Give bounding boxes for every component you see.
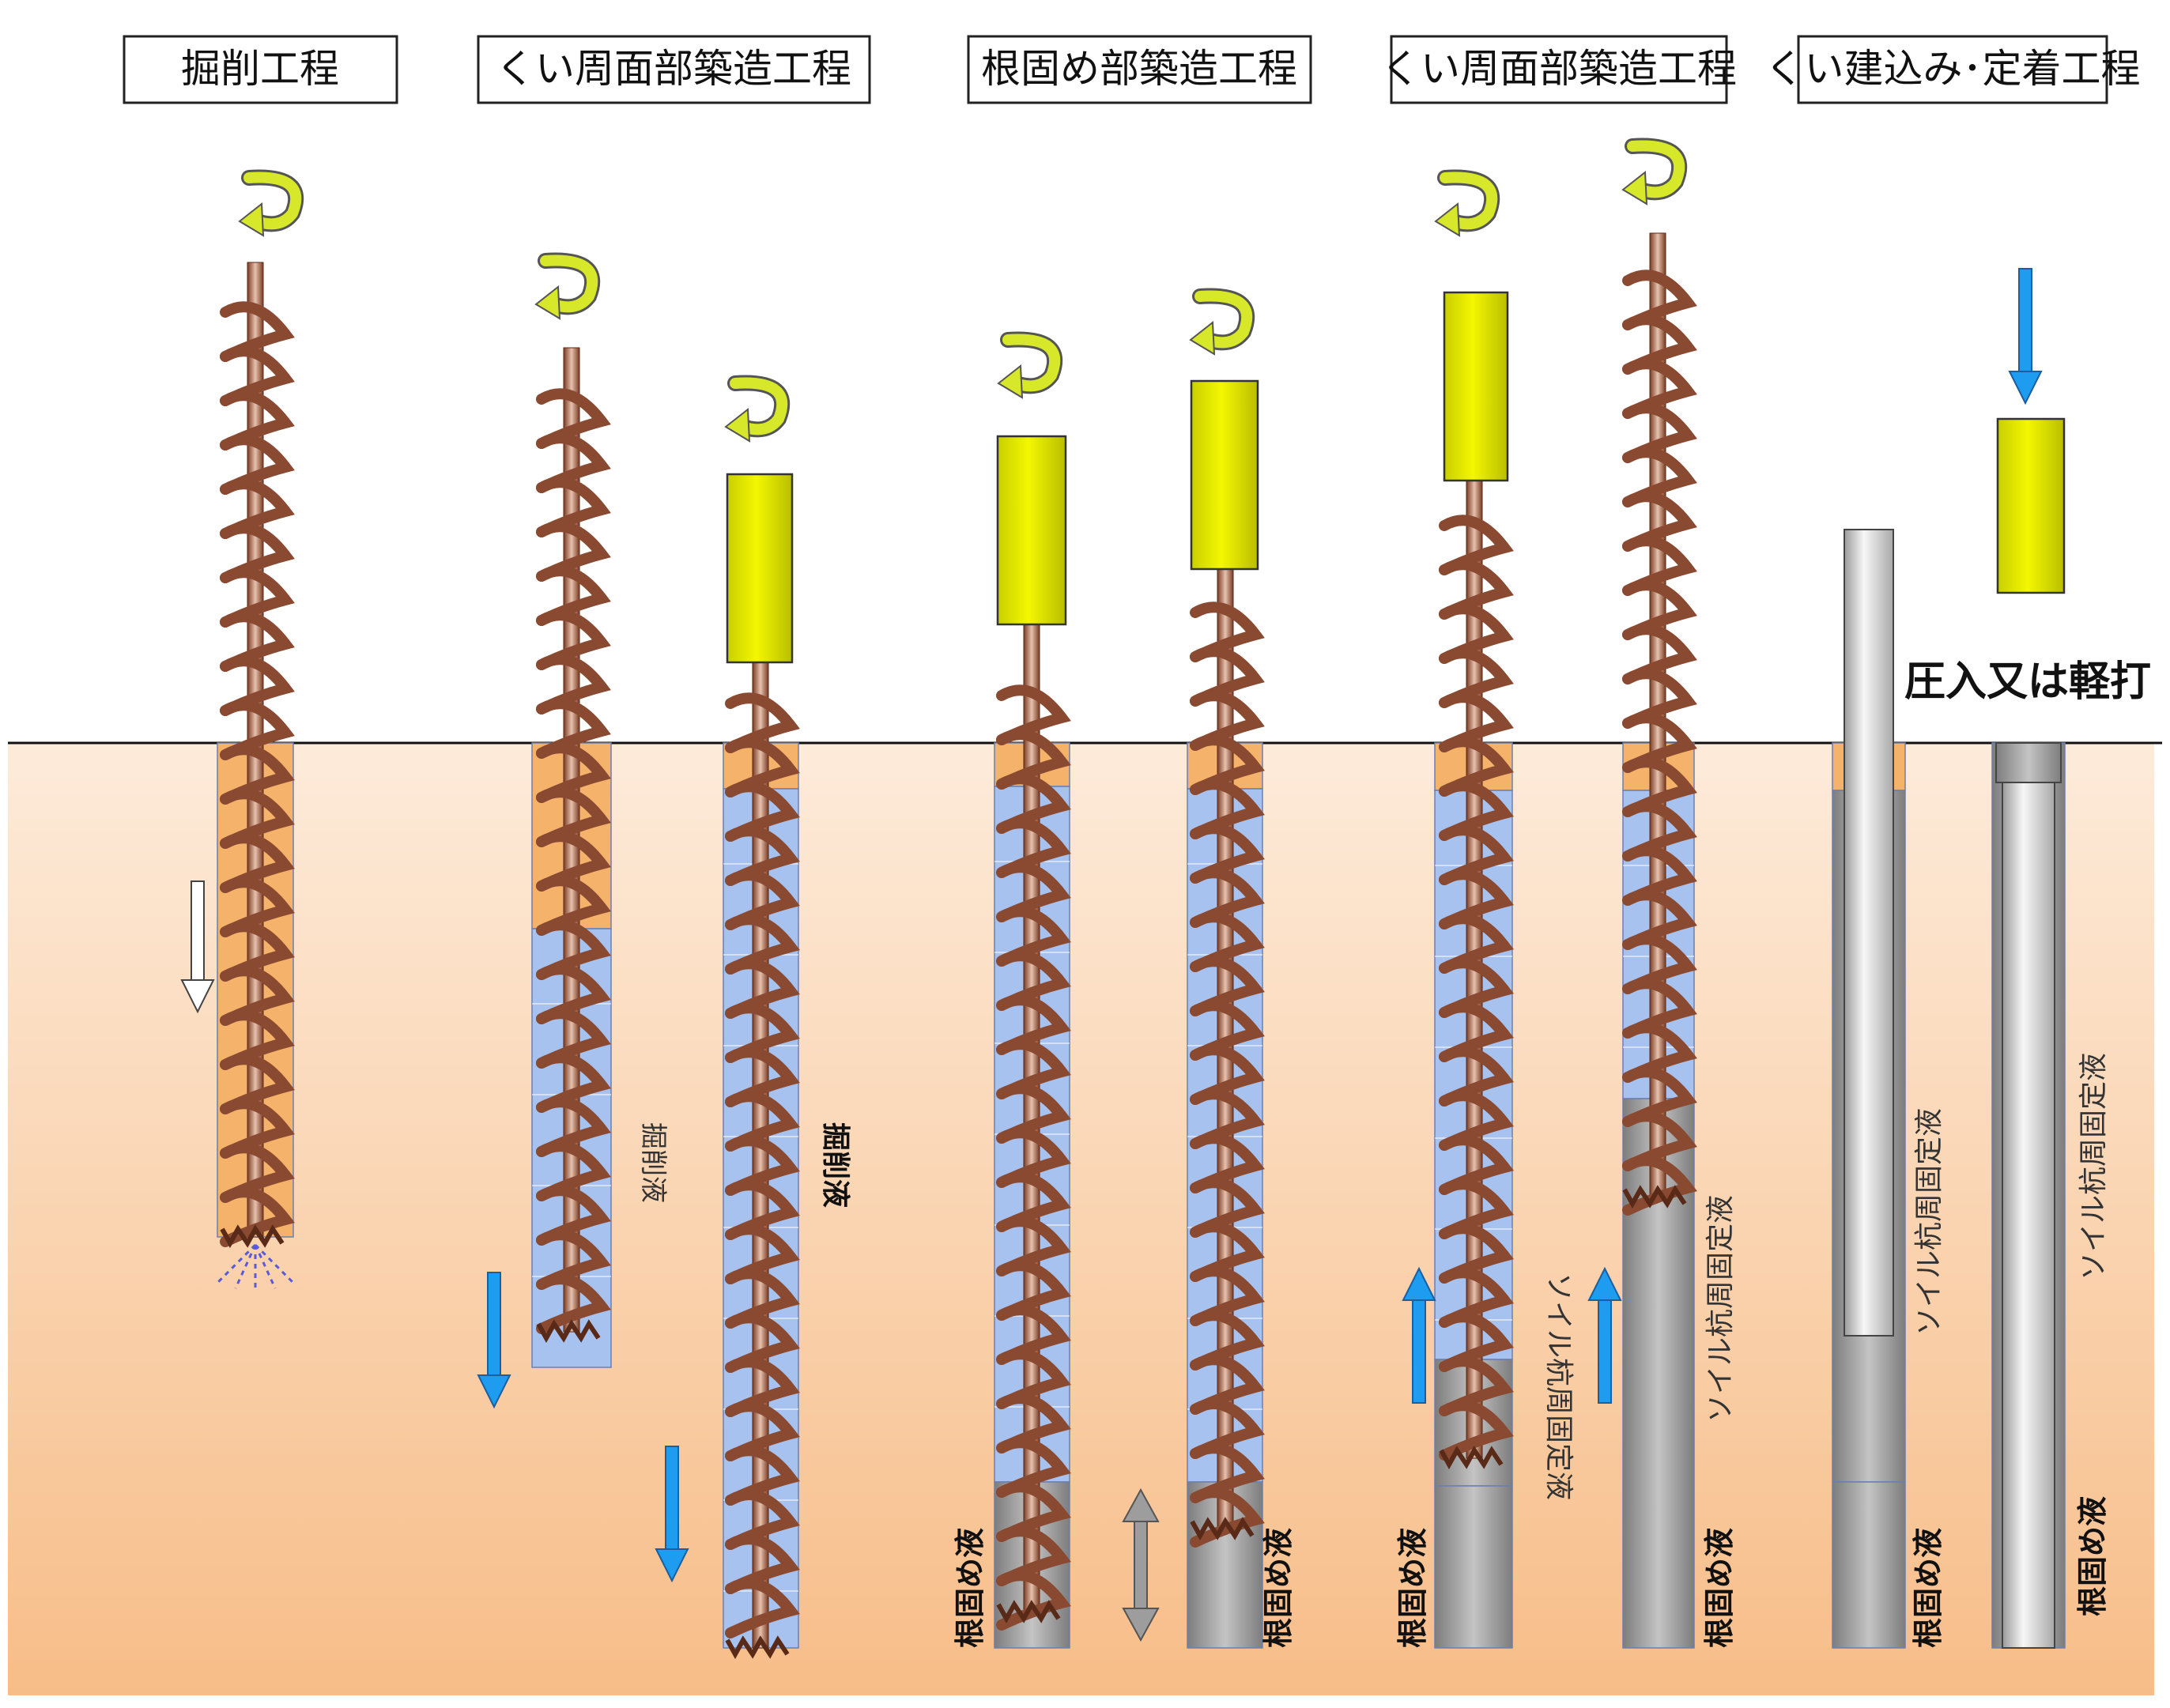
stage-title-3: 根固め部築造工程: [967, 35, 1312, 104]
label-root-fluid-4: 根固め液: [1702, 1528, 1737, 1648]
down-arrow-icon-4: [2008, 268, 2043, 405]
pile-1: [1844, 529, 1894, 1337]
pile-2-top: [1995, 742, 2062, 783]
auger-4: [996, 624, 1071, 1631]
press-or-tap-label: 圧入又は軽打: [1904, 658, 2151, 706]
spray-icon: [214, 1243, 296, 1291]
label-root-fluid-1: 根固め液: [953, 1528, 987, 1648]
down-arrow-icon-2: [477, 1272, 511, 1409]
label-excavation-fluid-1: 掘削液: [637, 1122, 669, 1203]
rotation-arrow-icon-5: [1189, 288, 1255, 356]
label-soil-pile-fluid-3: ソイル杭周固定液: [1913, 1108, 1945, 1336]
svg-text:根固め液: 根固め液: [1395, 1528, 1430, 1648]
cap-1: [726, 473, 794, 664]
svg-text:ソイル杭周固定液: ソイル杭周固定液: [1542, 1273, 1575, 1500]
auger-1: [220, 262, 295, 1249]
rotation-arrow-icon-6: [1434, 169, 1500, 237]
rotation-arrow-icon-1: [238, 169, 304, 237]
svg-text:根固め液: 根固め液: [1702, 1528, 1737, 1648]
svg-text:根固め液: 根固め液: [1911, 1528, 1945, 1648]
auger-5: [1190, 564, 1265, 1548]
cap-4: [1443, 291, 1509, 482]
svg-text:掘削液: 掘削液: [819, 1122, 851, 1208]
up-arrow-icon-1: [1402, 1266, 1436, 1404]
svg-text:掘削液: 掘削液: [637, 1122, 669, 1203]
label-soil-pile-fluid-4: ソイル杭周固定液: [2078, 1053, 2110, 1280]
auger-3: [725, 662, 800, 1660]
rotation-arrow-icon-3: [724, 375, 791, 443]
svg-text:くい建込み･定着工程: くい建込み･定着工程: [1765, 46, 2141, 92]
label-soil-pile-fluid-2: ソイル杭周固定液: [1704, 1195, 1737, 1423]
up-down-arrow-icon: [1122, 1487, 1160, 1642]
rotation-arrow-icon-7: [1621, 138, 1688, 205]
rotation-arrow-icon-4: [997, 331, 1063, 399]
pile-2: [2002, 782, 2055, 1649]
label-soil-pile-fluid-1: ソイル杭周固定液: [1542, 1273, 1575, 1500]
down-arrow-icon-1: [180, 880, 215, 1014]
label-excavation-fluid-2: 掘削液: [819, 1122, 851, 1208]
svg-text:くい周面部築造工程: くい周面部築造工程: [1381, 46, 1737, 92]
svg-text:根固め部築造工程: 根固め部築造工程: [981, 46, 1297, 92]
ground: [8, 743, 2154, 1695]
up-arrow-icon-2: [1587, 1266, 1622, 1404]
stage-title-5: くい建込み･定着工程: [1765, 35, 2141, 104]
down-arrow-icon-3: [655, 1446, 689, 1583]
rotation-arrow-icon-2: [534, 252, 601, 320]
label-root-fluid-5: 根固め液: [1911, 1528, 1945, 1648]
stage-title-2: くい周面部築造工程: [477, 35, 871, 104]
label-root-fluid-6: 根固め液: [2075, 1496, 2110, 1616]
cap-3: [1190, 379, 1259, 571]
svg-text:ソイル杭周固定液: ソイル杭周固定液: [1704, 1195, 1737, 1423]
svg-text:根固め液: 根固め液: [2075, 1496, 2110, 1616]
svg-text:根固め液: 根固め液: [1261, 1528, 1296, 1648]
label-root-fluid-3: 根固め液: [1395, 1528, 1430, 1648]
cap-5: [1996, 417, 2066, 594]
cap-2: [996, 435, 1067, 626]
stage-title-4: くい周面部築造工程: [1381, 35, 1737, 104]
auger-2: [536, 347, 611, 1344]
svg-text:根固め液: 根固め液: [953, 1528, 987, 1648]
auger-7: [1622, 232, 1697, 1216]
auger-6: [1439, 477, 1514, 1470]
label-root-fluid-2: 根固め液: [1261, 1528, 1296, 1648]
svg-text:掘削工程: 掘削工程: [181, 46, 339, 92]
svg-text:くい周面部築造工程: くい周面部築造工程: [496, 46, 851, 92]
stage-title-1: 掘削工程: [123, 35, 398, 104]
svg-text:ソイル杭周固定液: ソイル杭周固定液: [1913, 1108, 1945, 1336]
svg-text:ソイル杭周固定液: ソイル杭周固定液: [2078, 1053, 2110, 1280]
